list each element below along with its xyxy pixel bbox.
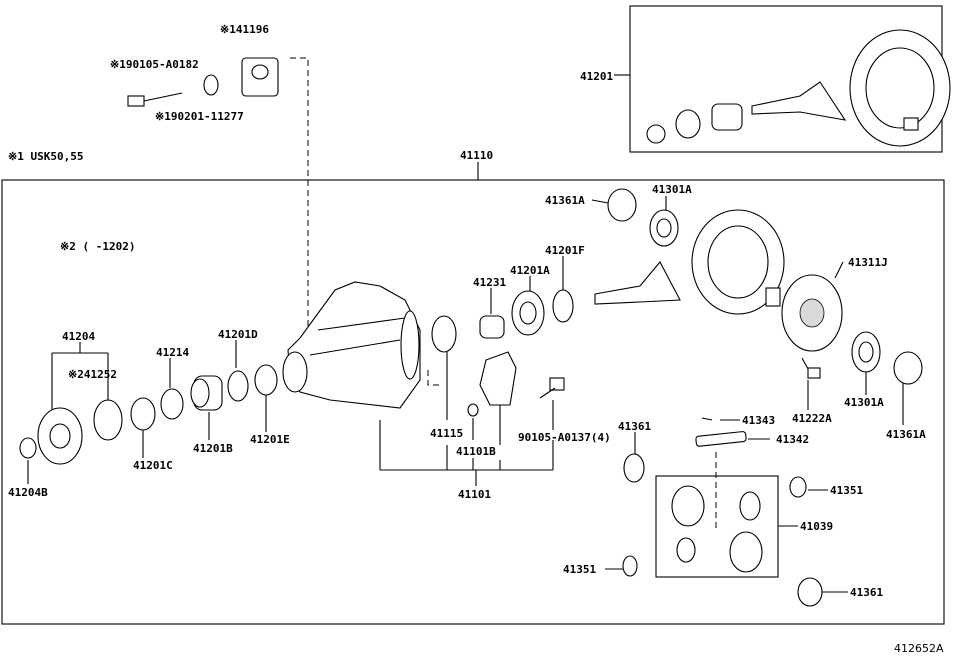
washer-41361-right-shape[interactable] <box>797 577 823 607</box>
ring-pinion-set-shape[interactable] <box>646 29 951 147</box>
label-41201b[interactable]: 41201B <box>193 442 233 455</box>
bearing-41201b-shape[interactable] <box>190 375 223 411</box>
drive-pinion-shape[interactable] <box>594 261 681 305</box>
label-41101b[interactable]: 41101B <box>456 445 496 458</box>
shim-41201f-shape[interactable] <box>552 289 574 323</box>
spacer-41231-shape[interactable] <box>479 315 505 339</box>
label-41351-left[interactable]: 41351 <box>563 563 596 576</box>
shaft-41342-shape[interactable] <box>695 431 747 447</box>
bearing-41301a-bot-shape[interactable] <box>851 331 881 373</box>
spacer-41214-shape[interactable] <box>160 388 184 420</box>
label-41361-left[interactable]: 41361 <box>618 420 651 433</box>
pinion-gear-set-shape[interactable] <box>671 485 763 573</box>
ring-gear-shape[interactable] <box>691 209 785 315</box>
washer-190201-shape[interactable] <box>203 74 219 96</box>
label-41204[interactable]: 41204 <box>62 330 95 343</box>
washer-41201e-shape[interactable] <box>254 364 278 396</box>
shim-41201d-shape[interactable] <box>227 370 249 402</box>
label-41201c[interactable]: 41201C <box>133 459 173 472</box>
oil-seal-241252-shape[interactable] <box>93 399 123 441</box>
label-41201f[interactable]: 41201F <box>545 244 585 257</box>
bearing-cap-shape[interactable] <box>479 351 517 406</box>
label-41110[interactable]: 41110 <box>460 149 493 162</box>
bearing-41201a-shape[interactable] <box>511 290 545 336</box>
washer-41351-left-shape[interactable] <box>622 555 638 577</box>
label-41214[interactable]: 41214 <box>156 346 189 359</box>
label-41222a[interactable]: 41222A <box>792 412 832 425</box>
label-41342[interactable]: 41342 <box>776 433 809 446</box>
label-41301a-bot[interactable]: 41301A <box>844 396 884 409</box>
label-41231[interactable]: 41231 <box>473 276 506 289</box>
pin-41343-shape[interactable] <box>701 417 713 421</box>
bearing-41301a-top-shape[interactable] <box>649 209 679 247</box>
label-41343[interactable]: 41343 <box>742 414 775 427</box>
label-141196[interactable]: ※141196 <box>220 23 269 36</box>
label-41351-right[interactable]: 41351 <box>830 484 863 497</box>
image-reference-code: 412652A <box>894 642 944 655</box>
label-41361a-bot[interactable]: 41361A <box>886 428 926 441</box>
label-41201a[interactable]: 41201A <box>510 264 550 277</box>
label-41361-right[interactable]: 41361 <box>850 586 883 599</box>
washer-41361-left-shape[interactable] <box>623 453 645 483</box>
note-2: ※2 ( -1202) <box>60 240 135 253</box>
washer-41361a-top-shape[interactable] <box>607 188 637 222</box>
label-41201d[interactable]: 41201D <box>218 328 258 341</box>
carrier-housing-41110-shape[interactable] <box>282 281 421 409</box>
label-41039[interactable]: 41039 <box>800 520 833 533</box>
label-190201-11277[interactable]: ※190201-11277 <box>155 110 244 123</box>
bearing-41201c-shape[interactable] <box>130 397 156 431</box>
label-241252[interactable]: ※241252 <box>68 368 117 381</box>
washer-41351-right-shape[interactable] <box>789 476 807 498</box>
washer-41361a-bot-shape[interactable] <box>893 351 923 385</box>
bolt-90105-shape[interactable] <box>539 377 565 399</box>
pin-41115-shape[interactable] <box>467 403 479 417</box>
note-1: ※1 USK50,55 <box>8 150 83 163</box>
companion-flange-shape[interactable] <box>37 407 83 465</box>
seal-41115-ring-shape[interactable] <box>431 315 457 353</box>
label-41311j[interactable]: 41311J <box>848 256 888 269</box>
label-41201e[interactable]: 41201E <box>250 433 290 446</box>
bolt-41222a-shape[interactable] <box>801 357 821 379</box>
bolt-190105-shape[interactable] <box>127 92 183 107</box>
label-90105-a0137[interactable]: 90105-A0137(4) <box>518 431 611 444</box>
label-190105-a0182[interactable]: ※190105-A0182 <box>110 58 199 71</box>
label-41361a-top[interactable]: 41361A <box>545 194 585 207</box>
label-41301a-top[interactable]: 41301A <box>652 183 692 196</box>
label-41204b[interactable]: 41204B <box>8 486 48 499</box>
label-41201[interactable]: 41201 <box>580 70 613 83</box>
label-41115[interactable]: 41115 <box>430 427 463 440</box>
differential-case-shape[interactable] <box>765 274 843 352</box>
nut-41204b-shape[interactable] <box>19 437 37 459</box>
main-assembly-frame <box>1 179 945 625</box>
label-41101[interactable]: 41101 <box>458 488 491 501</box>
leader-lines <box>27 57 904 593</box>
collar-141196-shape[interactable] <box>241 57 279 97</box>
